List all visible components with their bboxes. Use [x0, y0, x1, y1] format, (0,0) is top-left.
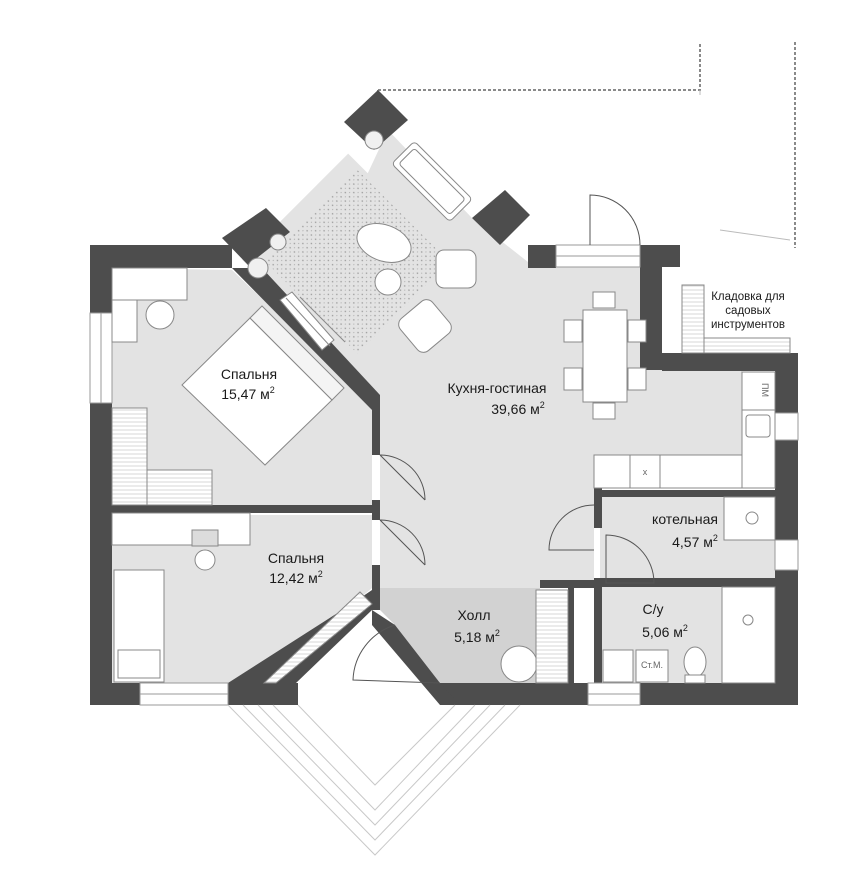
- door-bedroom2: [379, 519, 426, 566]
- bedroom2-area: 12,42 м2: [269, 569, 323, 586]
- plant-1: [364, 130, 384, 150]
- boiler-area: 4,57 м2: [672, 533, 718, 550]
- door-boiler: [548, 504, 595, 551]
- plant-3: [247, 257, 269, 279]
- stove-label: х: [643, 467, 648, 477]
- door-living-terrace: [589, 194, 641, 246]
- bedroom1-name: Спальня: [221, 366, 277, 382]
- storage-line3: инструментов: [711, 319, 785, 331]
- shower: [721, 586, 776, 684]
- bathroom-name: С/у: [643, 601, 664, 617]
- hall-area: 5,18 м2: [454, 628, 500, 645]
- washing-machine: [635, 649, 669, 683]
- room-labels: Кухня-гостиная 39,66 м2 Спальня 15,47 м2…: [221, 291, 785, 645]
- storage-line2: садовых: [725, 305, 771, 317]
- pouf: [374, 268, 402, 296]
- doors: [352, 194, 655, 684]
- terrace-rail: [699, 90, 791, 241]
- hall-furniture: [500, 589, 569, 684]
- coffee-table: [356, 223, 412, 263]
- desk: [111, 267, 188, 301]
- kitchen-counter: [593, 454, 743, 489]
- walls: [90, 90, 798, 705]
- bedroom2-furniture: [111, 512, 373, 684]
- bath-sink: [602, 649, 634, 683]
- plant-2: [269, 233, 287, 251]
- dining-furniture: [563, 291, 647, 420]
- bedroom1-area: 15,47 м2: [221, 385, 275, 402]
- boiler-name: котельная: [652, 511, 718, 527]
- bedroom1-furniture: [111, 267, 346, 506]
- sink: [745, 414, 771, 438]
- chair-2: [194, 549, 216, 571]
- wardrobe: [111, 407, 148, 506]
- chair: [145, 300, 175, 330]
- bedroom2-name: Спальня: [268, 550, 324, 566]
- desk-2: [111, 512, 251, 546]
- hall-wardrobe: [535, 589, 569, 684]
- windows: [89, 244, 799, 706]
- wardrobe-2: [262, 591, 373, 684]
- hall-name: Холл: [458, 607, 491, 623]
- dining-table: [582, 309, 628, 403]
- living-furniture: [247, 130, 477, 353]
- boiler-furniture: [723, 496, 776, 541]
- storage-furniture: [681, 284, 791, 354]
- kitchen-furniture: [593, 371, 776, 489]
- dishwasher-label: ПМ: [760, 383, 770, 397]
- bathroom-area: 5,06 м2: [642, 623, 688, 640]
- living-room-area: 39,66 м2: [491, 400, 545, 417]
- sewing-machine: [191, 529, 219, 547]
- toilet: [683, 646, 707, 678]
- dishwasher: [741, 371, 776, 411]
- door-bedroom1: [379, 454, 426, 501]
- armchair-1: [435, 249, 477, 289]
- armchair-2: [398, 299, 452, 353]
- washer-label: Ст.М.: [641, 660, 663, 670]
- bathroom-furniture: [602, 586, 776, 684]
- storage-line1: Кладовка для: [711, 291, 785, 303]
- door-bathroom: [605, 534, 655, 584]
- door-entry: [352, 624, 441, 684]
- porch: [227, 704, 521, 856]
- hall-round-table: [500, 645, 538, 683]
- living-room-name: Кухня-гостиная: [447, 380, 546, 396]
